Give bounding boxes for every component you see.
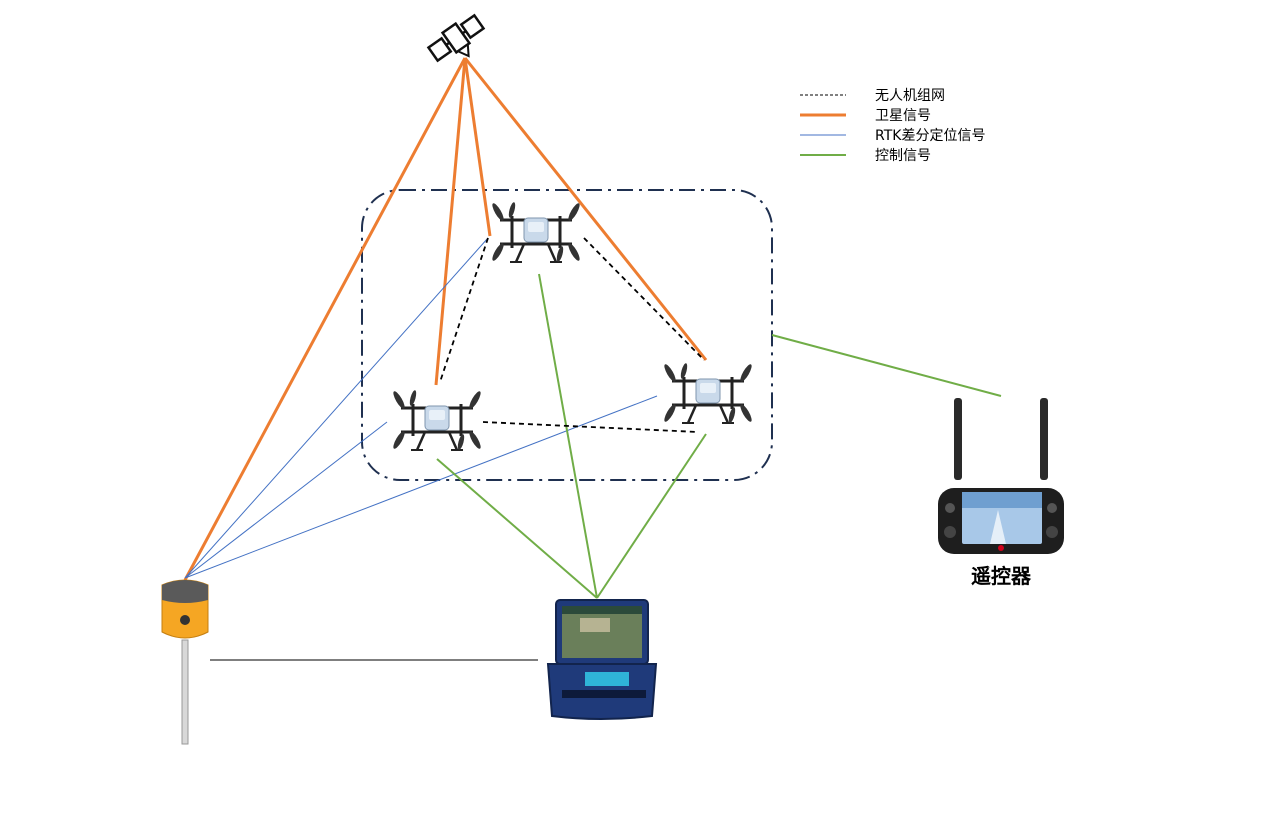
legend-label: RTK差分定位信号	[875, 128, 985, 144]
control-signal-lines	[436, 273, 1002, 599]
legend-label: 卫星信号	[875, 108, 931, 124]
rtk-signal-lines	[184, 237, 658, 579]
remote-controller-label: 遥控器	[971, 564, 1032, 588]
satellite-icon	[426, 13, 486, 63]
drone-icon	[389, 388, 485, 452]
legend: 无人机组网 卫星信号 RTK差分定位信号 控制信号	[800, 88, 985, 164]
drone-icon	[488, 200, 584, 264]
drone-icon	[660, 361, 756, 425]
handheld-controller-icon	[938, 398, 1064, 554]
legend-label: 无人机组网	[875, 88, 945, 104]
gnss-receiver-icon	[161, 579, 209, 745]
satellite-signal-lines	[183, 57, 708, 581]
rugged-laptop-icon	[546, 599, 658, 720]
legend-label: 控制信号	[875, 148, 931, 164]
drone-mesh-lines	[439, 237, 705, 433]
